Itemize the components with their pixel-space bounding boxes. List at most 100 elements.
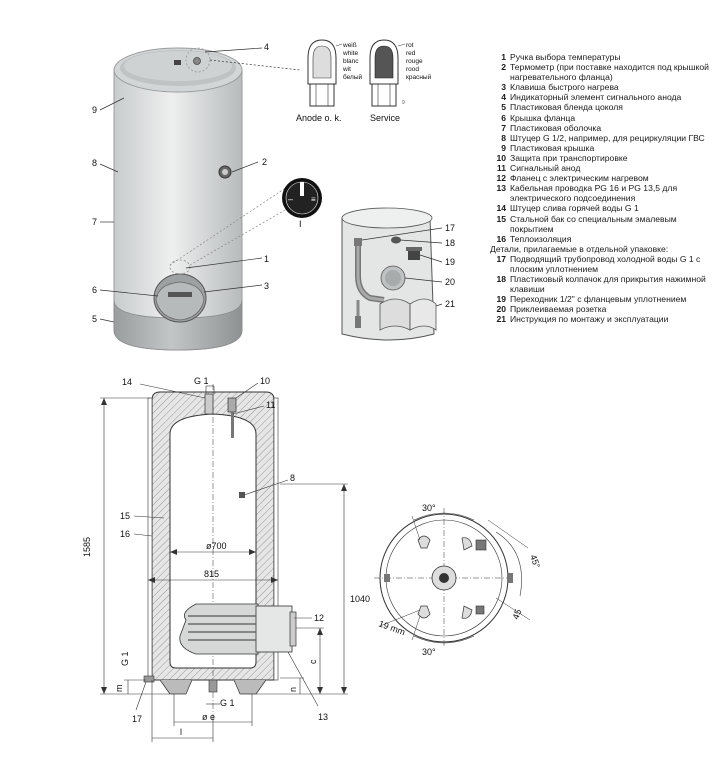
legend-item-2: 2 Термометр (при поставке находится под к… [490, 62, 712, 82]
legend-text: Приклеиваемая розетка [510, 304, 607, 315]
legend-number: 4 [501, 92, 506, 103]
legend-text: Пластиковый колпачок для прикрытия нажим… [510, 274, 706, 295]
legend-number: 14 [496, 203, 506, 214]
dim-e: ø e [202, 712, 215, 722]
legend-text: Стальной бак со специальным эмалевым пок… [510, 213, 677, 234]
dim-inner-diameter: ø700 [206, 541, 227, 551]
dim-angle-right: 45° [528, 553, 542, 570]
legend-item-20: 20 Приклеиваемая розетка [490, 304, 712, 314]
legend-number: 5 [501, 102, 506, 113]
legend-text: Термометр (при поставке находится под кр… [510, 62, 709, 83]
section-drawing [143, 384, 297, 720]
callout-21: 21 [445, 299, 455, 309]
callout-19: 19 [445, 257, 455, 267]
dim-g1-top: G 1 [194, 376, 209, 386]
white-label-ru: белый [343, 73, 363, 81]
red-label-fr: rouge [406, 58, 423, 65]
legend-number: 6 [501, 112, 506, 123]
legend-number: 1 [501, 52, 506, 62]
callout-3: 3 [264, 281, 269, 291]
dim-n: n [288, 687, 298, 692]
legend-number: 18 [496, 274, 506, 285]
legend-text: Теплоизоляция [510, 233, 572, 244]
legend-item-7: 7 Пластиковая оболочка [490, 123, 712, 133]
plan-view [374, 508, 531, 648]
red-label-en: red [406, 50, 416, 57]
accessory-callouts: 17 18 19 20 21 [445, 223, 455, 309]
dim-c: c [308, 659, 318, 664]
legend-number: 17 [496, 253, 506, 264]
legend-number: 10 [496, 152, 506, 163]
callout-13: 13 [318, 712, 328, 722]
svg-text:–: – [288, 194, 293, 204]
section-labels: 1585 1040 ø700 815 G 1 G 1 G 1 m n c ø e… [82, 376, 370, 737]
legend-text: Штуцер G 1/2, например, для рециркуляции… [510, 132, 705, 143]
callout-7: 7 [92, 217, 97, 227]
svg-text:≡: ≡ [311, 195, 316, 204]
callout-17-acc: 17 [445, 223, 455, 233]
red-label-ru: красный [406, 73, 432, 81]
legend-text: Крышка фланца [510, 112, 576, 123]
dimension-arrows [101, 398, 347, 694]
legend-text: Инструкция по монтажу и эксплуатации [510, 314, 669, 325]
legend-number: 2 [501, 62, 506, 73]
white-label-de: weiß [342, 42, 357, 49]
legend-item-5: 5 Пластиковая бленда цоколя [490, 102, 712, 112]
legend-text: Пластиковая крышка [510, 142, 595, 153]
red-label-nl: rood [406, 66, 419, 73]
legend-item-6: 6 Крышка фланца [490, 113, 712, 123]
legend-number: 3 [501, 82, 506, 93]
legend-number: 12 [496, 173, 506, 184]
callout-6: 6 [92, 285, 97, 295]
callout-9: 9 [92, 105, 97, 115]
legend-number: 15 [496, 213, 506, 224]
legend-text: Клавиша быстрого нагрева [510, 82, 619, 93]
legend-item-15: 15 Стальной бак со специальным эмалевым п… [490, 214, 712, 234]
dim-angle-top: 30° [422, 503, 436, 513]
legend-text: Переходник 1/2" с фланцевым уплотнением [510, 294, 687, 305]
red-label-de: rot [406, 42, 414, 49]
callout-14: 14 [122, 377, 132, 387]
legend-text: Пластиковая бленда цоколя [510, 102, 623, 113]
legend-number: 16 [496, 233, 506, 244]
section-dimension-lines [100, 382, 348, 742]
heater-3d-view [113, 47, 243, 351]
legend-text: Защита при транспортировке [510, 152, 628, 163]
legend-number: 7 [501, 122, 506, 133]
callout-16: 16 [120, 529, 130, 539]
accessories-view [341, 207, 437, 341]
callout-10: 10 [260, 376, 270, 386]
legend-note: Детали, прилагаемые в отдельной упаковке… [490, 243, 669, 254]
dim-g1-bottom: G 1 [220, 698, 235, 708]
legend-number: 20 [496, 304, 506, 315]
callout-15: 15 [120, 511, 130, 521]
callout-8-section: 8 [290, 473, 295, 483]
dim-outer-diameter: 815 [204, 569, 219, 579]
svg-text:I: I [299, 219, 302, 229]
legend-item-11: 11 Сигнальный анод [490, 163, 712, 173]
callout-17-section: 17 [132, 714, 142, 724]
legend-number: 11 [496, 163, 506, 174]
dim-g1-side: G 1 [120, 651, 130, 666]
legend-item-9: 9 Пластиковая крышка [490, 143, 712, 153]
legend-number: 13 [496, 183, 506, 194]
legend-item-16: 16 Теплоизоляция [490, 234, 712, 244]
legend-text: Пластиковая оболочка [510, 122, 602, 133]
legend-text: Индикаторный элемент сигнального анода [510, 92, 682, 103]
white-label-en: white [342, 50, 359, 57]
legend-number: 9 [501, 142, 506, 153]
legend-number: 19 [496, 294, 506, 305]
callout-5: 5 [92, 314, 97, 324]
dim-m: m [114, 685, 124, 693]
legend-item-10: 10 Защита при транспортировке [490, 153, 712, 163]
dim-l: l [180, 727, 182, 737]
legend-item-3: 3 Клавиша быстрого нагрева [490, 82, 712, 92]
legend-text: Сигнальный анод [510, 163, 581, 174]
callout-4: 4 [264, 42, 269, 52]
